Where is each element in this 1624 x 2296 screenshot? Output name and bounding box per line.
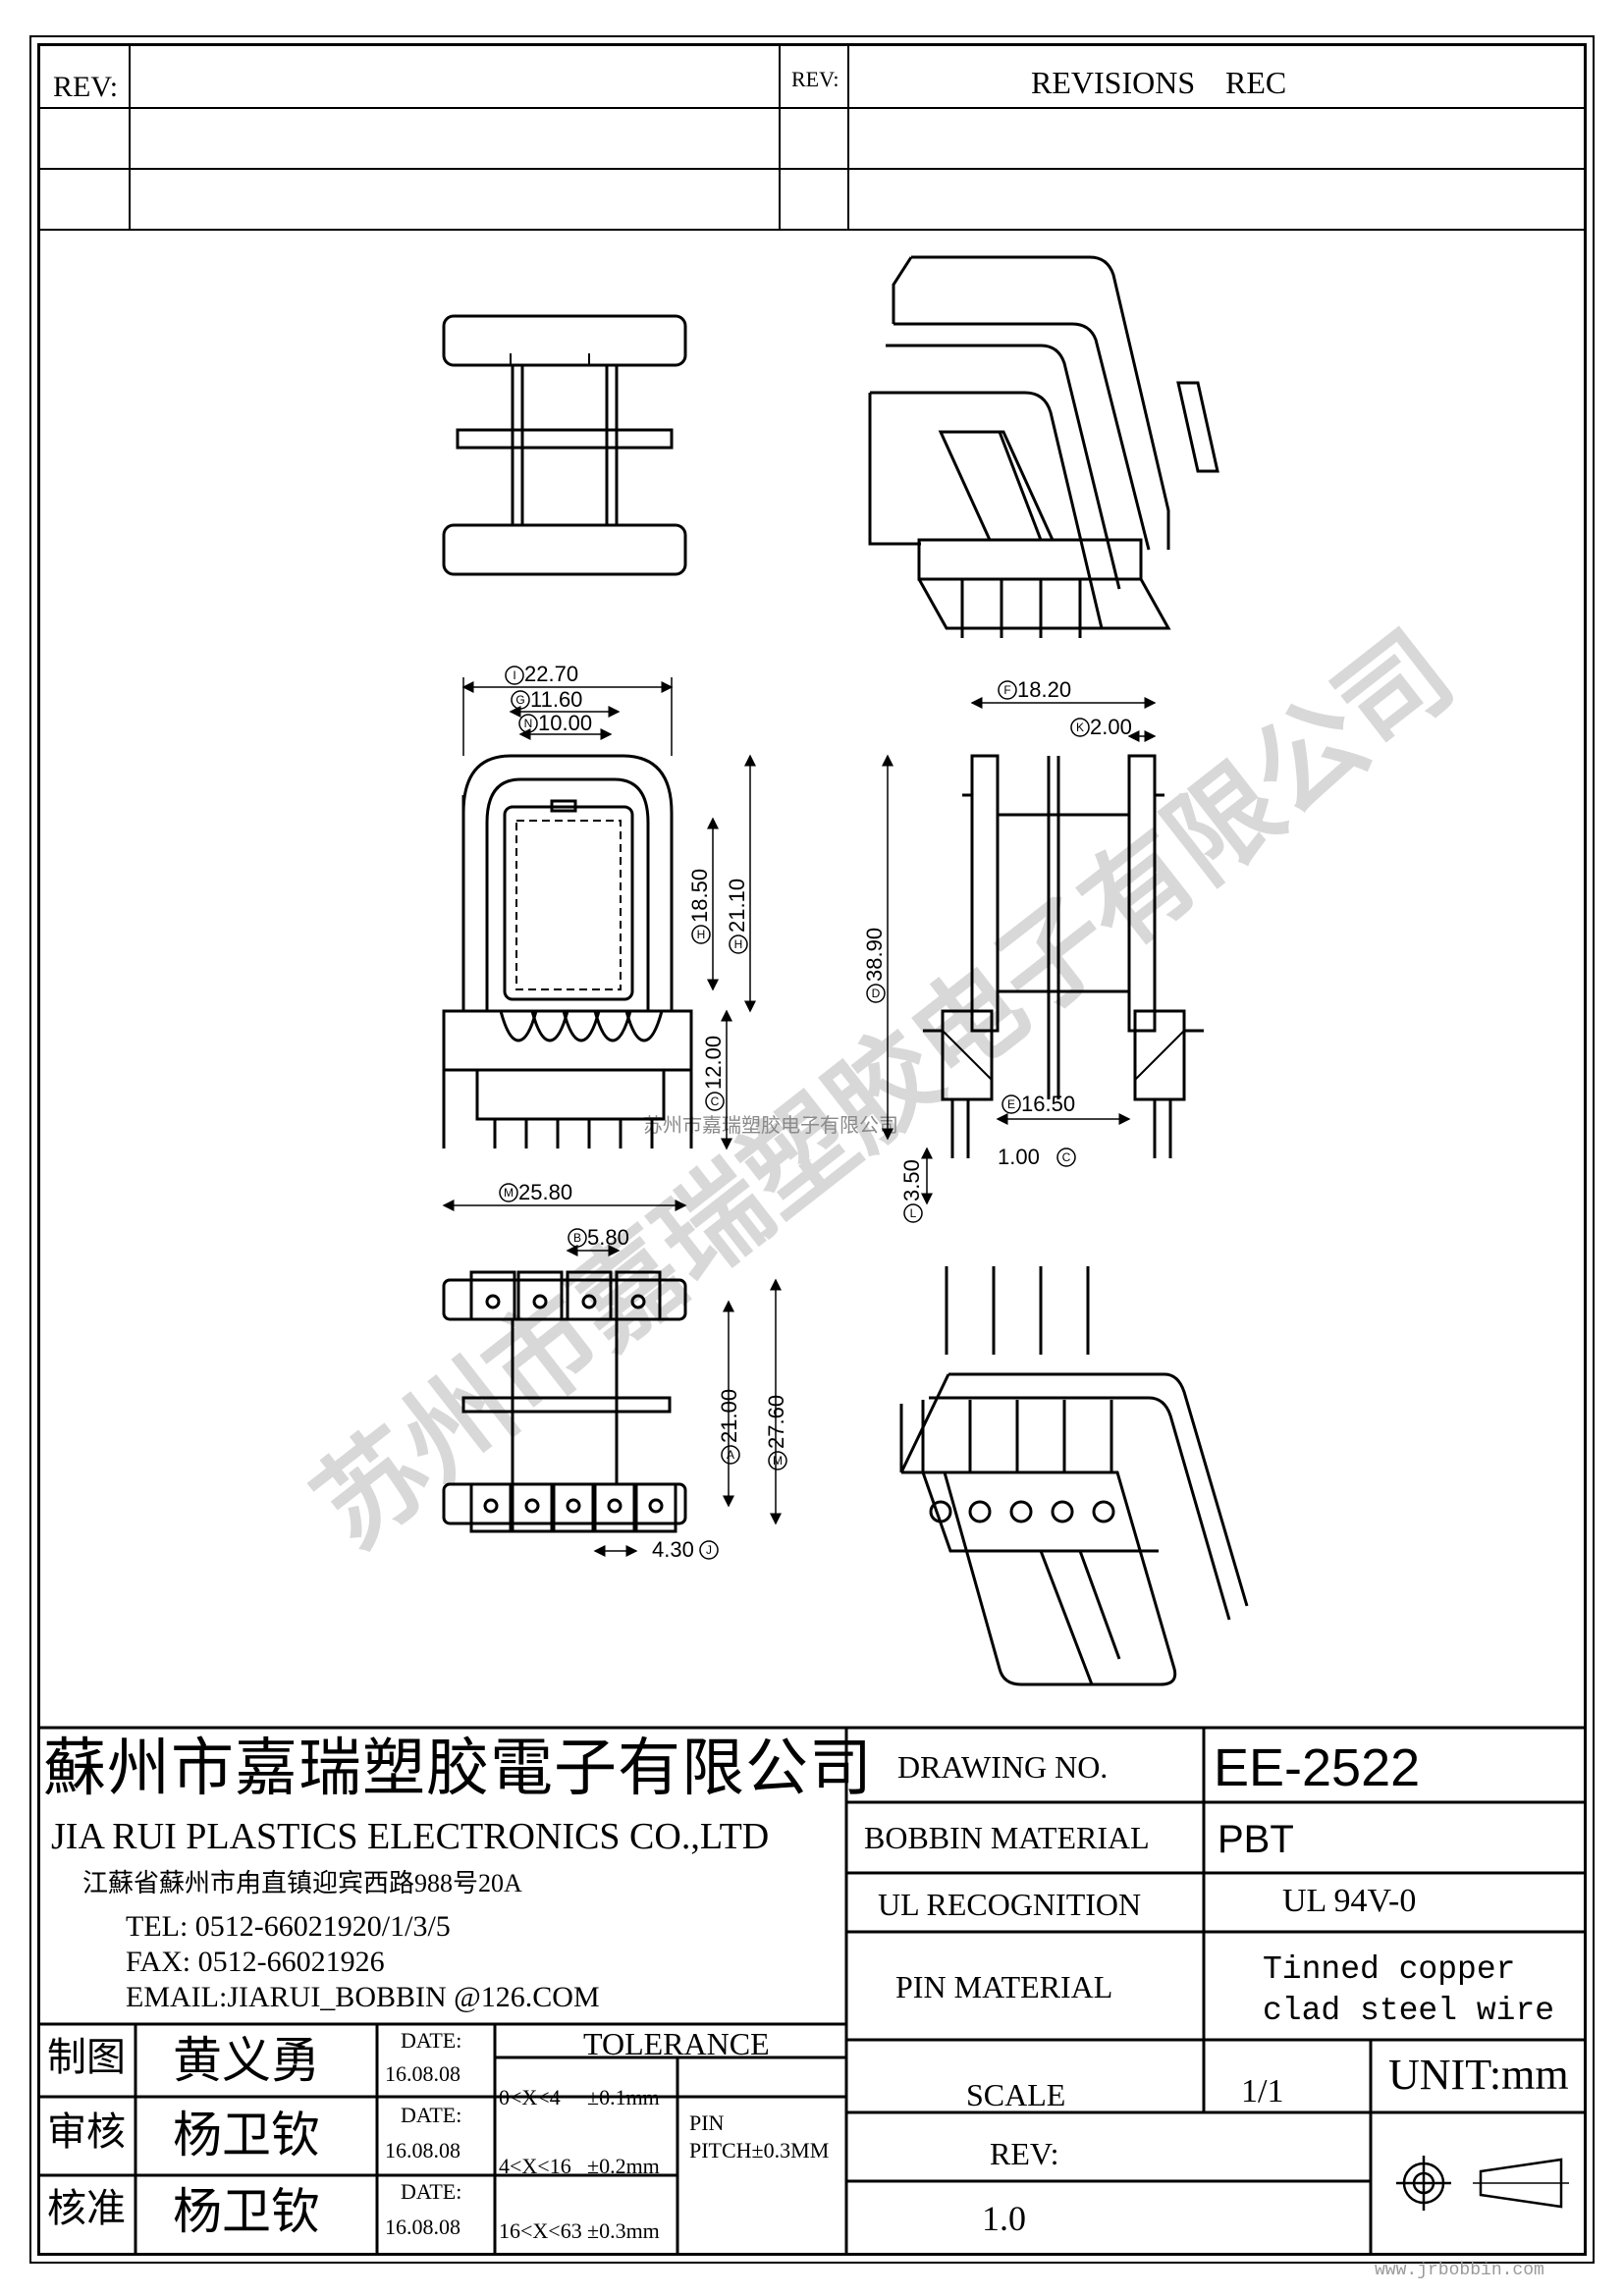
company-fax: FAX: 0512-66021926	[126, 1946, 385, 1978]
dim-id-pin-dia: C	[1062, 1150, 1071, 1164]
sign-date-label: DATE:	[401, 2028, 462, 2053]
ul-recognition-value: UL 94V-0	[1282, 1883, 1417, 1919]
sign-name: 杨卫钦	[173, 2184, 320, 2239]
dim-id-l: M	[773, 1454, 783, 1468]
dim-pin-len: 3.50	[899, 1159, 924, 1201]
company-tel: TEL: 0512-66021920/1/3/5	[126, 1910, 451, 1943]
dim-m: 25.80	[518, 1180, 572, 1204]
dim-id-j: J	[706, 1543, 712, 1557]
dim-id-c: C	[711, 1095, 720, 1108]
company-name-cn: 蘇州市嘉瑞塑胶電子有限公司	[43, 1734, 873, 1803]
sign-name: 黄义勇	[173, 2033, 320, 2088]
dim-pin-dia: 1.00	[998, 1145, 1040, 1169]
rev-value: 1.0	[982, 2199, 1026, 2238]
rev-label-left: REV:	[53, 71, 119, 103]
dim-l: 27.60	[764, 1395, 788, 1449]
dim-k: 2.00	[1090, 715, 1132, 739]
dim-d: 38.90	[862, 928, 887, 982]
watermark-center: 苏州市嘉瑞塑胶电子有限公司	[643, 1114, 898, 1137]
sign-name: 杨卫钦	[173, 2108, 320, 2163]
dim-id-pin-len: L	[910, 1206, 917, 1220]
sign-date-label: DATE:	[401, 2103, 462, 2127]
projection-symbol	[1396, 2156, 1569, 2211]
isometric-view-bottom	[899, 1266, 1249, 1686]
dim-f: 18.20	[1017, 677, 1071, 702]
sign-role: 审核	[47, 2109, 126, 2154]
dim-id-a: A	[727, 1448, 734, 1462]
dim-id-h: H	[734, 937, 743, 951]
dim-e: 16.50	[1021, 1092, 1075, 1116]
sign-date-label: DATE:	[401, 2179, 462, 2204]
dim-id-b: B	[573, 1231, 581, 1245]
company-address: 江蘇省蘇州市甪直镇迎宾西路988号20A	[82, 1869, 522, 1897]
bobbin-material-label: BOBBIN MATERIAL	[864, 1820, 1150, 1855]
side-view-right	[923, 754, 1204, 1158]
top-view	[442, 1270, 687, 1533]
side-view-top	[442, 314, 687, 576]
sign-date: 16.08.08	[385, 2215, 460, 2239]
front-view	[442, 754, 693, 1148]
dim-c: 12.00	[701, 1036, 726, 1090]
drawing-no-label: DRAWING NO.	[897, 1749, 1109, 1785]
tolerance-row: 0<X<4 ±0.1mm	[499, 2085, 660, 2109]
pin-pitch-line2: PITCH±0.3MM	[689, 2138, 830, 2163]
dim-j: 4.30	[652, 1537, 694, 1562]
rec-label: REC	[1225, 65, 1287, 100]
company-email: EMAIL:JIARUI_BOBBIN @126.COM	[126, 1981, 600, 2013]
tolerance-row: 4<X<16 ±0.2mm	[499, 2154, 660, 2178]
company-name-en: JIA RUI PLASTICS ELECTRONICS CO.,LTD	[51, 1816, 770, 1857]
tolerance-rows: 0<X<4 ±0.1mm 4<X<16 ±0.2mm 16<X<63 ±0.3m…	[497, 2073, 679, 2256]
dim-b: 5.80	[587, 1225, 629, 1250]
pin-material-line2: clad steel wire	[1263, 1993, 1555, 2029]
dim-i: 22.70	[524, 662, 578, 686]
sign-role: 核准	[47, 2186, 126, 2230]
pin-material-line1: Tinned copper	[1263, 1951, 1516, 1988]
rev-label: REV:	[990, 2136, 1059, 2171]
rev-label-mid: REV:	[791, 67, 839, 91]
bobbin-material-value: PBT	[1218, 1818, 1294, 1861]
sign-role: 制图	[47, 2035, 126, 2079]
sign-date: 16.08.08	[385, 2138, 460, 2163]
drawing-frame	[37, 43, 1587, 2256]
dim-h2: 18.50	[687, 869, 712, 923]
scale-value: 1/1	[1241, 2073, 1284, 2109]
drawing-no-value: EE-2522	[1214, 1738, 1421, 1797]
dim-id-h2: H	[697, 928, 706, 941]
dim-id-n: N	[524, 717, 533, 730]
dim-id-f: F	[1003, 683, 1010, 697]
dim-id-e: E	[1007, 1097, 1015, 1111]
tolerance-row: 16<X<63 ±0.3mm	[499, 2218, 660, 2243]
dim-n: 10.00	[538, 711, 592, 735]
pin-material-label: PIN MATERIAL	[895, 1969, 1113, 2004]
scale-label: SCALE	[966, 2077, 1066, 2112]
sign-date: 16.08.08	[385, 2061, 460, 2086]
dim-a: 21.00	[717, 1389, 741, 1443]
footer-watermark: www.jrbobbin.com	[1375, 2261, 1544, 2280]
dim-h: 21.10	[725, 879, 749, 933]
outer-border	[29, 35, 1595, 2264]
dim-id-d: D	[872, 987, 881, 1000]
tolerance-label: TOLERANCE	[583, 2026, 770, 2061]
dim-id-m: M	[504, 1186, 514, 1200]
unit-label: UNIT:mm	[1388, 2051, 1569, 2099]
dim-id-i: I	[513, 668, 515, 682]
ul-recognition-label: UL RECOGNITION	[878, 1887, 1142, 1922]
pin-pitch-line1: PIN	[689, 2110, 725, 2135]
dim-id-g: G	[515, 693, 524, 707]
dim-g: 11.60	[530, 687, 582, 712]
isometric-view-top	[868, 255, 1219, 638]
revisions-label: REVISIONS	[1031, 65, 1196, 100]
dim-id-k: K	[1076, 721, 1084, 734]
